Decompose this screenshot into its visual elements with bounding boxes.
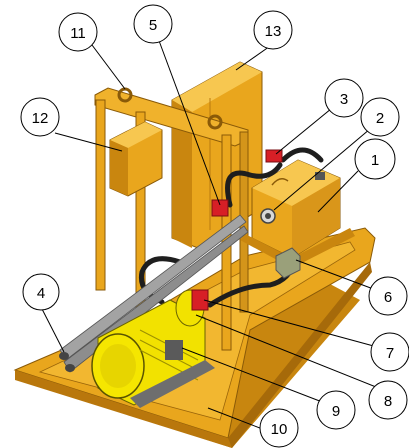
callout-5: 5 <box>133 4 173 44</box>
callout-8-label: 8 <box>384 393 392 410</box>
callout-5-label: 5 <box>149 17 157 34</box>
leader-lines <box>40 37 384 431</box>
callout-3: 3 <box>324 78 364 118</box>
directional-valve <box>211 199 229 217</box>
callout-10: 10 <box>259 408 299 448</box>
oil-reservoir <box>240 159 355 268</box>
callout-11: 11 <box>58 12 98 52</box>
callout-13: 13 <box>253 10 293 50</box>
hydraulic-pump <box>191 289 209 311</box>
electrical-control-box <box>109 121 163 197</box>
callout-8: 8 <box>368 380 408 420</box>
callout-6: 6 <box>368 276 408 316</box>
callout-1-label: 1 <box>371 152 379 169</box>
callout-7-label: 7 <box>386 345 394 362</box>
callout-2-label: 2 <box>376 110 384 127</box>
electric-motor <box>91 299 215 408</box>
callout-13-label: 13 <box>265 23 282 40</box>
callout-9-label: 9 <box>332 403 340 420</box>
callout-3-label: 3 <box>340 91 348 108</box>
callout-12-label: 12 <box>32 110 49 127</box>
relief-valve <box>265 149 283 163</box>
callout-4-label: 4 <box>37 285 45 302</box>
callout-9: 9 <box>316 390 356 430</box>
callout-6-label: 6 <box>384 289 392 306</box>
callout-1: 1 <box>354 138 396 180</box>
callout-12: 12 <box>20 97 60 137</box>
callout-10-label: 10 <box>271 421 288 438</box>
callout-11-label: 11 <box>70 25 86 42</box>
suction-filter <box>275 247 301 279</box>
callout-7: 7 <box>370 332 409 372</box>
pressure-gauge <box>260 208 276 224</box>
callout-2: 2 <box>360 97 400 137</box>
callout-4: 4 <box>22 273 60 311</box>
